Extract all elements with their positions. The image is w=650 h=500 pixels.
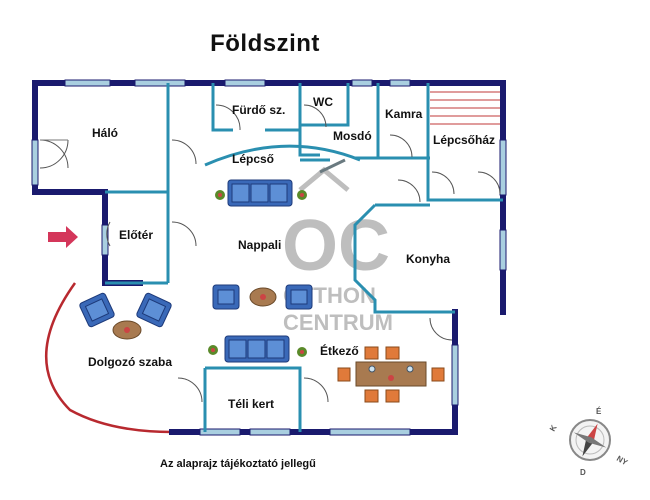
disclaimer-text: Az alaprajz tájékoztató jellegű [160,458,316,470]
sofa-bottom [224,335,290,363]
coffee-table-decor [260,294,266,300]
plants [208,190,307,357]
room-label-teli-kert: Téli kert [228,397,274,411]
room-label-lepcsohaz: Lépcsőház [433,133,495,147]
stair-arc [204,144,361,167]
room-label-mosdo: Mosdó [333,129,372,143]
sofa-top [227,179,293,207]
inner-walls [105,83,503,432]
room-label-konyha: Konyha [406,252,450,266]
room-label-furdo: Fürdő sz. [232,103,285,117]
room-label-wc: WC [313,95,333,109]
room-label-lepcso: Lépcső [232,152,274,166]
entrance-arrow [48,226,78,248]
compass-letter-d: D [580,468,586,477]
dining-set [337,346,445,403]
watermark-line2: CENTRUM [283,310,393,335]
study-armchairs [79,292,172,328]
staircase [430,91,500,125]
room-label-dolgozo: Dolgozó szaba [88,355,172,369]
doors [39,104,501,403]
compass: K É NY D [548,407,630,477]
room-label-nappali: Nappali [238,238,281,252]
terrace-outline [44,282,173,434]
room-label-halo: Háló [92,126,118,140]
floor-title: Földszint [210,30,320,57]
armchairs-center [212,284,313,310]
room-label-kamra: Kamra [385,107,423,121]
compass-letter-ny: NY [615,454,630,468]
partition [319,158,346,174]
watermark-oc: OC [282,206,390,286]
compass-letter-e: É [596,407,602,416]
study-table-decor [124,327,130,333]
room-label-eloter: Előtér [119,228,153,242]
windows [31,79,507,436]
room-label-etkezo: Étkező [320,343,359,358]
compass-letter-k: K [548,423,559,433]
